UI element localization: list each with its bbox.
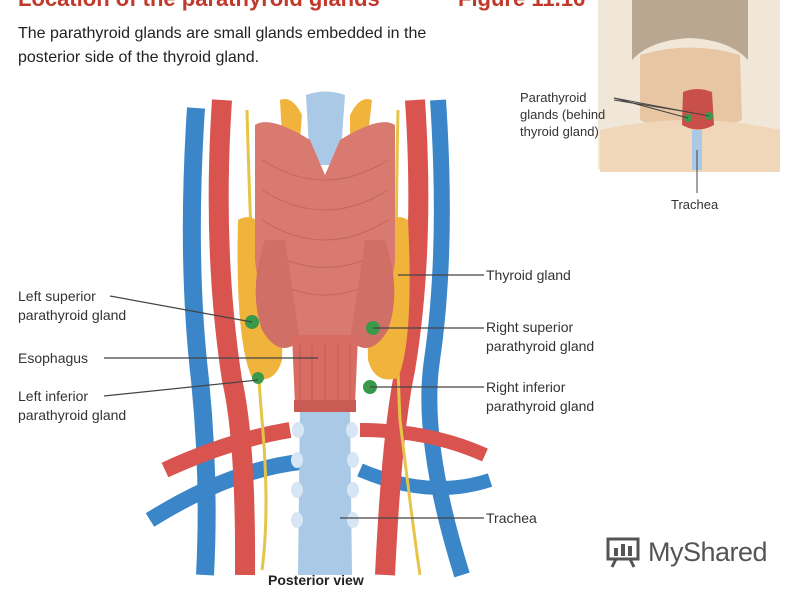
inset-leaders: [613, 97, 710, 193]
label-right-superior-2: parathyroid gland: [486, 338, 595, 354]
neck-inset: [598, 0, 780, 172]
left-inferior-parathyroid: [252, 372, 264, 384]
inset-label-parathyroid: Parathyroid: [520, 90, 587, 105]
posterior-view-art: [145, 91, 493, 578]
figure-number: Figure 11.16: [458, 0, 585, 12]
label-right-inferior: Right inferior: [486, 379, 566, 395]
inset-label-parathyroid-3: thyroid gland): [520, 124, 599, 139]
label-right-superior: Right superior: [486, 319, 574, 335]
view-caption: Posterior view: [268, 572, 364, 588]
label-left-superior-2: parathyroid gland: [18, 307, 127, 323]
label-trachea: Trachea: [486, 510, 537, 526]
label-left-inferior: Left inferior: [18, 388, 89, 404]
slide-title: Location of the parathyroid glands: [18, 0, 380, 12]
label-left-superior: Left superior: [18, 288, 96, 304]
caption-text: The parathyroid glands are small glands …: [18, 25, 427, 66]
myshared-logo-text: MyShared: [648, 536, 768, 567]
inset-label-trachea: Trachea: [671, 197, 719, 212]
label-thyroid: Thyroid gland: [486, 267, 571, 283]
label-leaders: [103, 274, 484, 519]
label-right-inferior-2: parathyroid gland: [486, 398, 595, 414]
presentation-icon: [606, 537, 640, 568]
inset-label-parathyroid-2: glands (behind: [520, 107, 606, 122]
label-left-inferior-2: parathyroid gland: [18, 407, 127, 423]
myshared-logo: MyShared: [606, 536, 768, 568]
label-esophagus: Esophagus: [18, 350, 89, 366]
